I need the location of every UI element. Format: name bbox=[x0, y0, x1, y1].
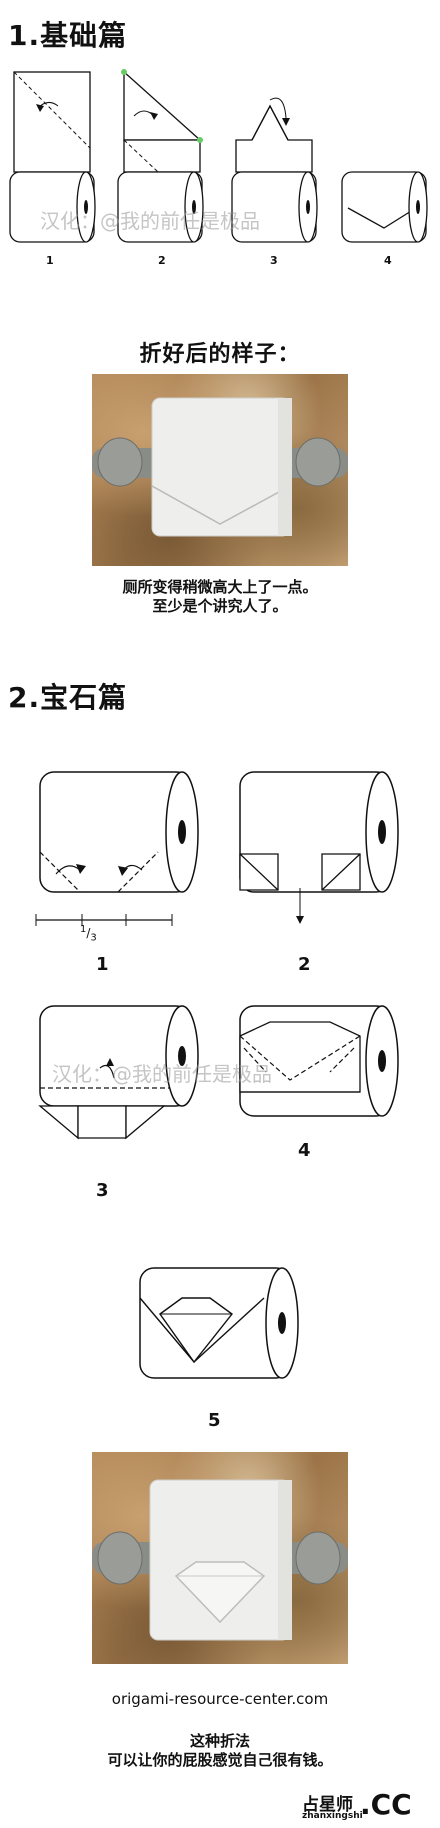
logo-suffix-text: .CC bbox=[360, 1788, 412, 1821]
final-caption-line1: 这种折法 bbox=[189, 1732, 250, 1750]
fraction-numerator: 1 bbox=[80, 924, 87, 935]
basic-step1-number: 1 bbox=[46, 254, 54, 267]
section2-title: 2.宝石篇 bbox=[8, 681, 128, 714]
result-caption-line1: 厕所变得稍微高大上了一点。 bbox=[122, 578, 318, 596]
gem-step2-number: 2 bbox=[298, 954, 311, 975]
gem-step5-number: 5 bbox=[208, 1410, 221, 1431]
gem-step1-number: 1 bbox=[96, 954, 109, 975]
logo-main-text: 占星师 bbox=[302, 1795, 353, 1815]
section1-title: 1.基础篇 bbox=[8, 19, 128, 52]
result-title: 折好后的样子： bbox=[139, 342, 301, 367]
gem-step1-diagram bbox=[35, 771, 199, 926]
gem-step5-diagram bbox=[139, 1267, 299, 1379]
final-caption-line2: 可以让你的屁股感觉自己很有钱。 bbox=[107, 1751, 333, 1769]
result-caption-line2: 至少是个讲究人了。 bbox=[152, 597, 288, 615]
basic-step3-diagram bbox=[231, 97, 318, 243]
gem-step4-number: 4 bbox=[298, 1140, 311, 1161]
basic-step3-number: 3 bbox=[270, 254, 278, 267]
gem-step4-diagram bbox=[239, 1005, 399, 1117]
basic-step4-diagram bbox=[341, 171, 428, 243]
basic-step2-diagram bbox=[117, 69, 204, 243]
logo-sub-text: zhanxingshi bbox=[302, 1811, 363, 1821]
folded-roll-photo-1 bbox=[92, 374, 348, 566]
basic-step4-number: 4 bbox=[384, 254, 392, 267]
fraction-denominator: 3 bbox=[90, 932, 97, 944]
site-logo: 占星师 zhanxingshi .CC bbox=[302, 1788, 436, 1824]
source-url: origami-resource-center.com bbox=[111, 1690, 329, 1708]
watermark-2: 汉化：@我的前任是极品 bbox=[52, 1062, 272, 1086]
folded-roll-photo-2 bbox=[92, 1452, 348, 1664]
gem-step3-number: 3 bbox=[96, 1180, 109, 1201]
gem-step1-fraction: 1/3 bbox=[80, 924, 97, 944]
gem-step2-diagram bbox=[239, 771, 399, 924]
gem-step3-diagram bbox=[38, 1005, 199, 1140]
basic-step2-number: 2 bbox=[158, 254, 166, 267]
basic-step1-diagram bbox=[9, 71, 96, 243]
watermark-1: 汉化：@我的前任是极品 bbox=[40, 209, 260, 233]
